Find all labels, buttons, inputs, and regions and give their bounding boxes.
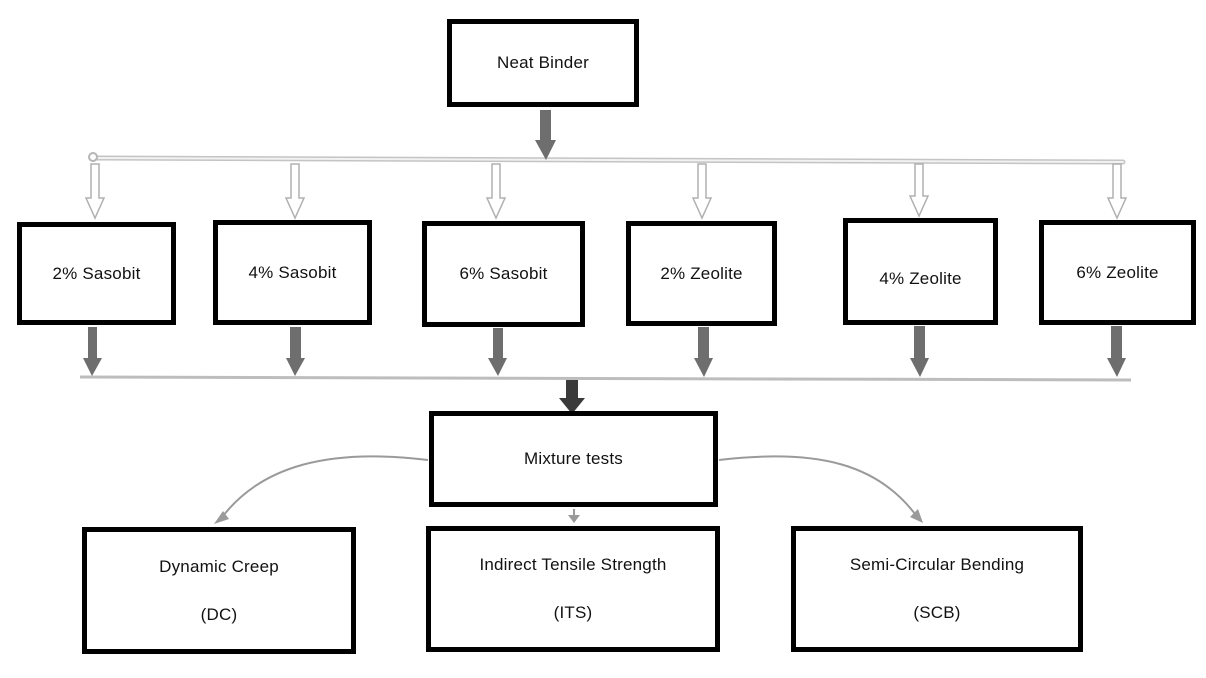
outline-arrow-0 [84, 163, 106, 220]
down-arrow-3 [694, 327, 713, 377]
down-arrow-2 [488, 328, 507, 376]
down-arrow-1 [286, 327, 305, 376]
test-name: Semi-Circular Bending [849, 555, 1025, 574]
outline-arrow-4 [908, 163, 930, 218]
splitter-bar-inner [91, 157, 1124, 163]
test-box-dynamic-creep: Dynamic Creep (DC) [82, 527, 356, 654]
additive-label: 2% Zeolite [660, 263, 743, 283]
outline-arrow-2 [485, 163, 507, 220]
splitter-bar-end [88, 152, 98, 162]
down-arrow-5 [1107, 326, 1126, 377]
additive-label: 6% Sasobit [459, 264, 548, 283]
test-name: Dynamic Creep [159, 556, 279, 576]
test-name: Indirect Tensile Strength [479, 555, 667, 574]
down-arrow-4 [910, 326, 929, 377]
test-abbr: (ITS) [553, 603, 593, 622]
additive-label: 4% Zeolite [879, 269, 962, 288]
test-abbr: (DC) [200, 604, 238, 624]
neat-binder-label: Neat Binder [497, 53, 589, 72]
additive-box-4-sasobit: 4% Sasobit [213, 220, 372, 325]
test-box-indirect-tensile-strength: Indirect Tensile Strength (ITS) [426, 526, 720, 652]
outline-arrow-3 [691, 163, 713, 220]
additive-label: 6% Zeolite [1076, 262, 1159, 282]
curve-to-dc [219, 455, 429, 521]
additive-label: 2% Sasobit [52, 263, 141, 283]
additive-box-2-sasobit: 2% Sasobit [17, 222, 176, 325]
curve-to-scb-head [910, 509, 923, 523]
test-abbr: (SCB) [913, 603, 961, 622]
additive-box-6-sasobit: 6% Sasobit [422, 221, 585, 327]
additive-box-4-zeolite: 4% Zeolite [843, 218, 998, 325]
curve-to-scb [718, 455, 919, 519]
additive-box-2-zeolite: 2% Zeolite [626, 221, 777, 326]
outline-arrow-1 [284, 163, 306, 220]
outline-arrow-5 [1106, 163, 1128, 220]
curve-to-dc-head [214, 511, 229, 524]
down-arrow-0 [83, 327, 102, 376]
curve-to-its-head [568, 515, 580, 523]
mixture-tests-box: Mixture tests [429, 411, 718, 507]
additive-label: 4% Sasobit [248, 262, 337, 282]
root-down-arrow [535, 110, 556, 160]
additive-box-6-zeolite: 6% Zeolite [1039, 220, 1196, 325]
merge-down-arrow [559, 380, 585, 414]
collector-bar [79, 375, 1132, 382]
test-box-semi-circular-bending: Semi-Circular Bending (SCB) [791, 526, 1083, 652]
neat-binder-box: Neat Binder [447, 19, 639, 107]
mixture-tests-label: Mixture tests [524, 449, 623, 468]
